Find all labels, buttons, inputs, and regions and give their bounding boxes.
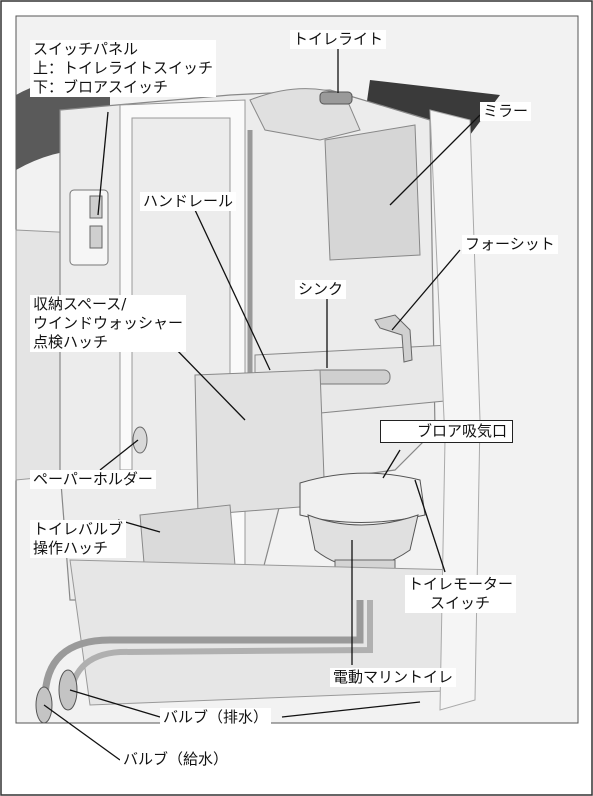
label-valve-supply: バルブ（給水） bbox=[120, 750, 232, 769]
toilet-light-fixture bbox=[319, 91, 353, 105]
label-switch-lower: 下：ブロアスイッチ bbox=[33, 78, 169, 96]
label-storage: 収納スペース/ ウインドウォッシャー 点検ハッチ bbox=[30, 295, 187, 352]
label-mirror: ミラー bbox=[480, 102, 532, 121]
label-switch-panel-title: スイッチパネル bbox=[33, 40, 139, 58]
toilet-seat bbox=[299, 472, 426, 523]
label-valve-drain: バルブ（排水） bbox=[160, 708, 272, 727]
leader-valve-drain-2 bbox=[281, 701, 421, 718]
label-switch-upper: 上：トイレライトスイッチ bbox=[33, 59, 214, 77]
switch-upper bbox=[89, 195, 103, 219]
label-sink: シンク bbox=[295, 280, 347, 299]
leader-mirror bbox=[389, 114, 481, 206]
leader-valve-drain bbox=[69, 689, 161, 718]
label-faucet: フォーシット bbox=[462, 235, 558, 254]
leader-toilet-motor bbox=[414, 479, 446, 573]
label-toilet-valve-line1: トイレバルブ bbox=[33, 520, 124, 538]
label-storage-line3: 点検ハッチ bbox=[33, 333, 109, 351]
faucet-body bbox=[374, 314, 413, 363]
leader-paper-holder bbox=[99, 439, 139, 471]
label-paper-holder: ペーパーホルダー bbox=[30, 470, 156, 489]
label-storage-line2: ウインドウォッシャー bbox=[33, 314, 184, 332]
label-toilet-valve-line2: 操作ハッチ bbox=[33, 539, 109, 557]
switch-lower bbox=[89, 225, 103, 249]
label-switch-panel: スイッチパネル 上：トイレライトスイッチ 下：ブロアスイッチ bbox=[30, 40, 217, 97]
label-toilet-motor: トイレモーター スイッチ bbox=[405, 575, 517, 613]
plumbing-pipe bbox=[41, 600, 364, 701]
label-toilet-valve: トイレバルブ 操作ハッチ bbox=[30, 520, 127, 558]
label-electric-toilet: 電動マリントイレ bbox=[330, 668, 457, 687]
leader-handrail bbox=[194, 209, 271, 371]
sink-basin bbox=[309, 369, 391, 385]
label-toilet-motor-line1: トイレモーター bbox=[408, 575, 514, 593]
label-toilet-motor-line2: スイッチ bbox=[430, 594, 491, 612]
leader-faucet bbox=[391, 249, 461, 331]
leader-blower bbox=[382, 449, 401, 479]
valve-drain-shape bbox=[58, 669, 78, 711]
label-blower-intake: ブロア吸気口 bbox=[380, 420, 514, 443]
leader-storage bbox=[171, 344, 246, 421]
mirror-panel bbox=[324, 124, 421, 261]
label-handrail: ハンドレール bbox=[140, 192, 237, 211]
leader-switch-panel bbox=[97, 111, 109, 216]
paper-holder-shape bbox=[132, 426, 148, 454]
label-storage-line1: 収納スペース/ bbox=[33, 295, 127, 313]
leader-valve-supply bbox=[43, 704, 121, 761]
label-toilet-light: トイレライト bbox=[290, 30, 387, 49]
